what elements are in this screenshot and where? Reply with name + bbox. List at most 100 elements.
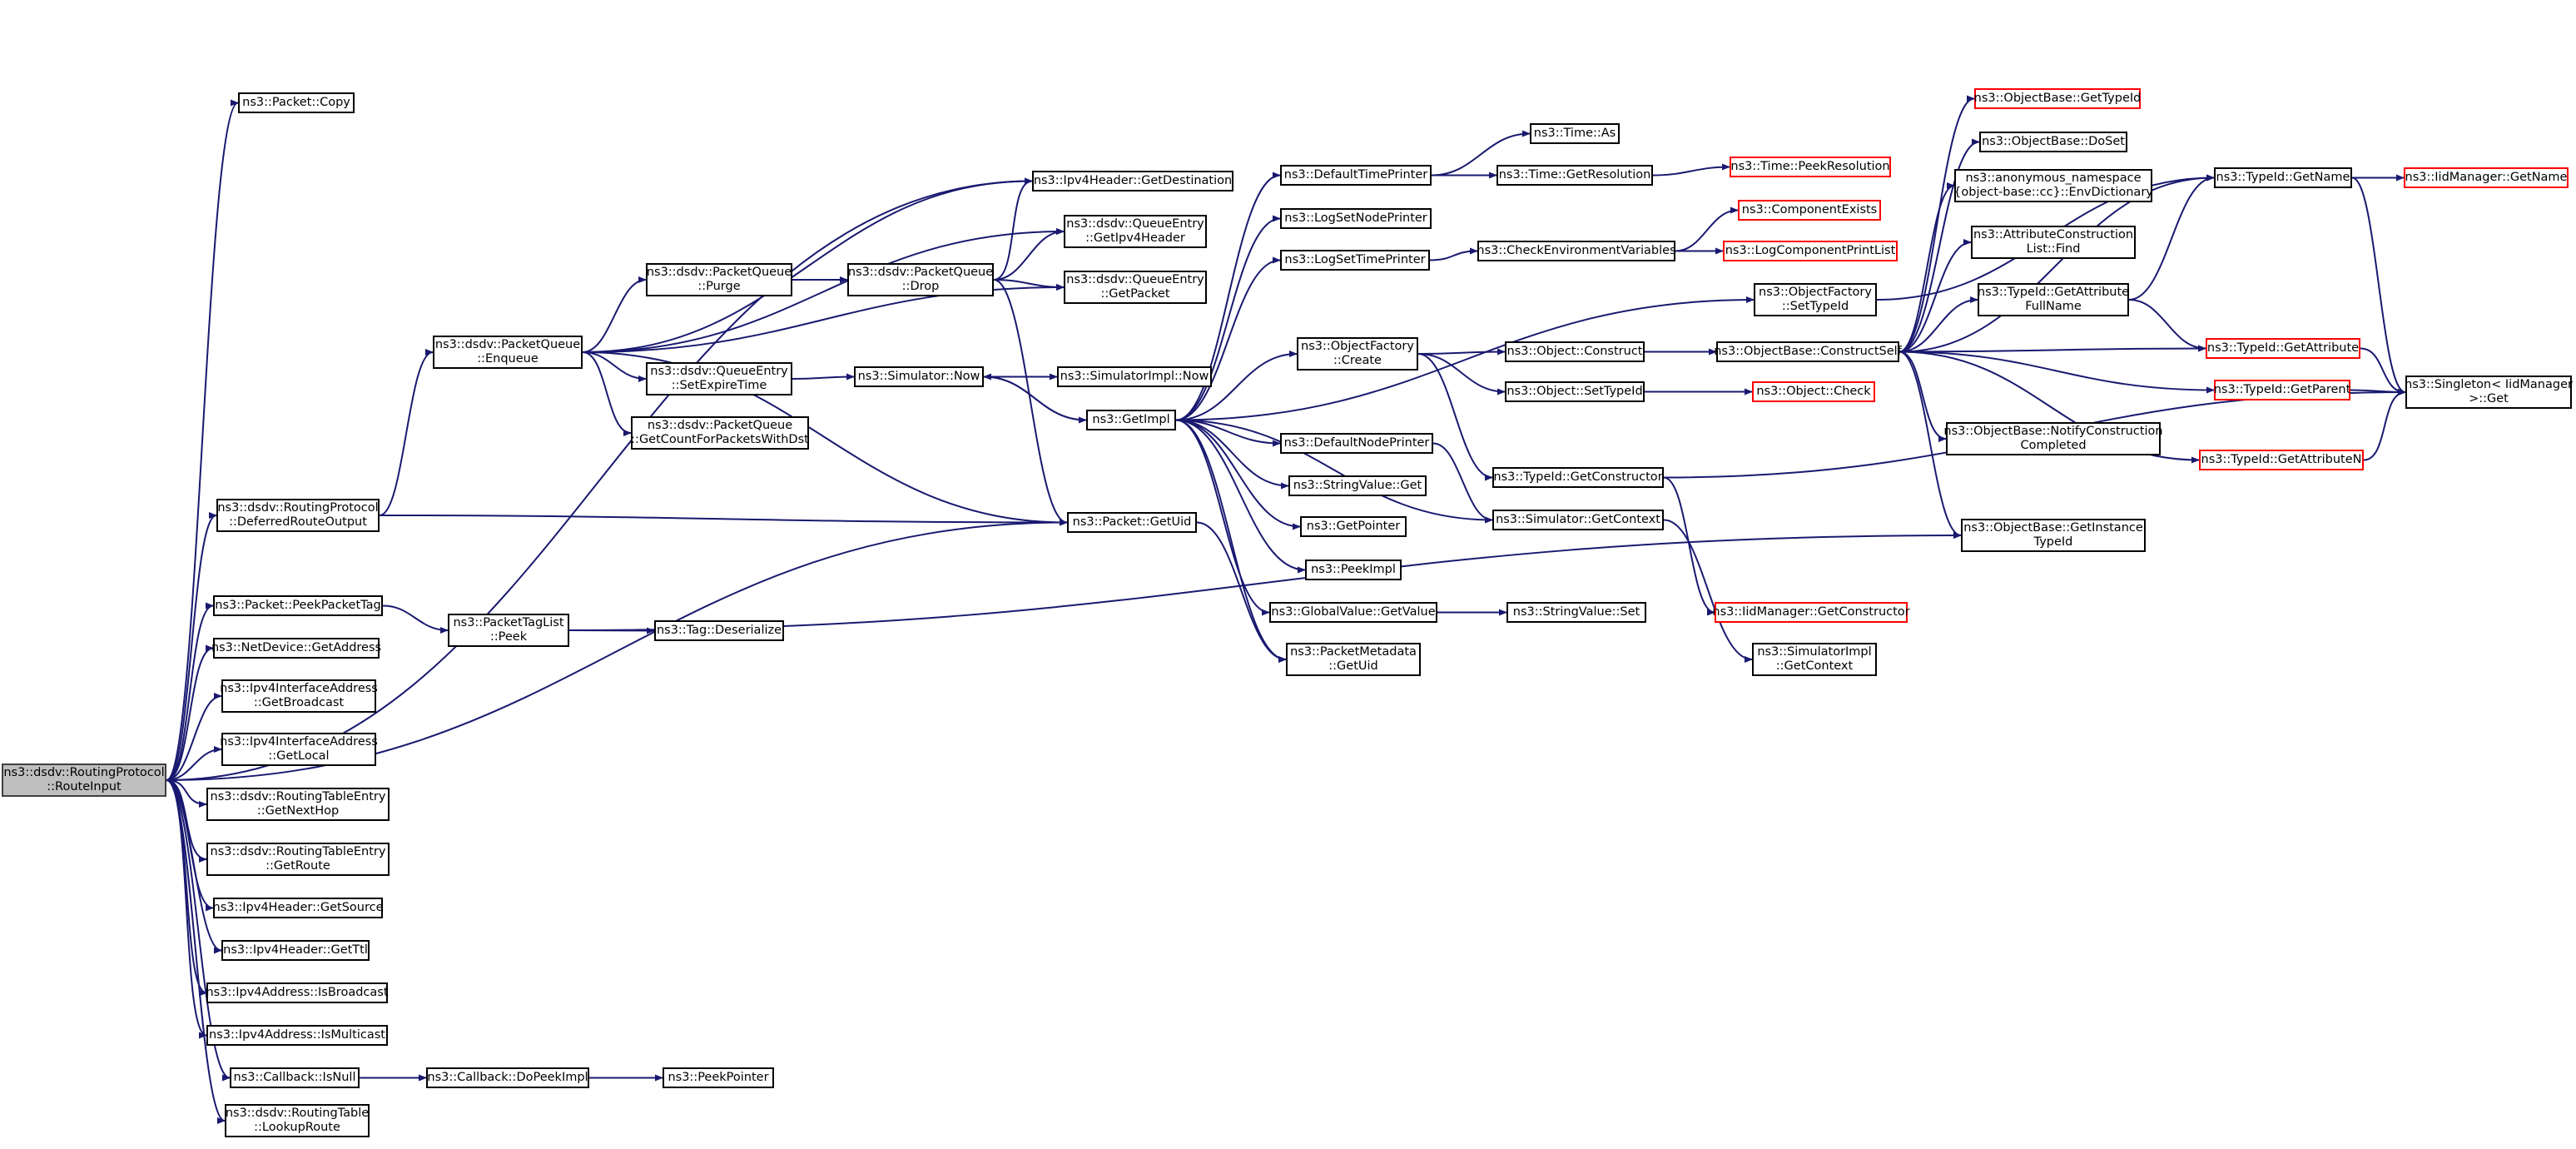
node-peekpointer[interactable]: ns3::PeekPointer: [663, 1067, 774, 1088]
node-objfactorycreate[interactable]: ns3::ObjectFactory::Create: [1297, 337, 1418, 371]
node-lookuproute[interactable]: ns3::dsdv::RoutingTable::LookupRoute: [225, 1104, 370, 1137]
node-dopeekimpl[interactable]: ns3::Callback::DoPeekImpl: [426, 1067, 589, 1088]
node-logsetnodeprinter[interactable]: ns3::LogSetNodePrinter: [1280, 208, 1432, 229]
node-iidgetname[interactable]: ns3::IidManager::GetName: [2404, 167, 2569, 188]
node-componentexists[interactable]: ns3::ComponentExists: [1738, 200, 1881, 221]
edge-drop-to-getdestination: [993, 177, 1033, 281]
edge-enqueue-to-getdestination: [582, 177, 1033, 353]
edge-getimpl-to-objfactorycreate: [1175, 351, 1298, 421]
node-label: ns3::TypeId::GetAttribute: [2206, 341, 2360, 355]
node-label: ns3::Time::As: [1533, 127, 1616, 140]
node-getttl[interactable]: ns3::Ipv4Header::GetTtl: [221, 940, 370, 961]
node-logsettimeprinter[interactable]: ns3::LogSetTimePrinter: [1280, 250, 1430, 271]
node-label: ns3::StringValue::Get: [1293, 479, 1422, 492]
edge-enqueue-to-getipv4header: [582, 228, 1065, 353]
node-getnexthop[interactable]: ns3::dsdv::RoutingTableEntry::GetNextHop: [206, 788, 390, 821]
node-getroute[interactable]: ns3::dsdv::RoutingTableEntry::GetRoute: [206, 843, 390, 876]
node-label: ns3::dsdv::PacketQueue: [847, 266, 994, 279]
node-isbroadcast[interactable]: ns3::Ipv4Address::IsBroadcast: [206, 982, 389, 1003]
node-globalvaluegetvalue[interactable]: ns3::GlobalValue::GetValue: [1269, 602, 1437, 623]
node-packettaglistpeek[interactable]: ns3::PacketTagList::Peek: [448, 614, 569, 647]
node-stringvalueset[interactable]: ns3::StringValue::Set: [1506, 602, 1646, 623]
node-simimplnow[interactable]: ns3::SimulatorImpl::Now: [1057, 366, 1212, 387]
node-getpacket[interactable]: ns3::dsdv::QueueEntry::GetPacket: [1064, 271, 1207, 304]
node-packetcopy[interactable]: ns3::Packet::Copy: [238, 92, 355, 113]
node-objectsettypeid[interactable]: ns3::Object::SetTypeId: [1505, 381, 1645, 402]
node-drop[interactable]: ns3::dsdv::PacketQueue::Drop: [847, 263, 994, 296]
node-simnow[interactable]: ns3::Simulator::Now: [854, 366, 984, 387]
node-callbackisnull[interactable]: ns3::Callback::IsNull: [230, 1067, 360, 1088]
node-getipv4header[interactable]: ns3::dsdv::QueueEntry::GetIpv4Header: [1064, 215, 1207, 248]
edge-constructself-to-envdictionary: [1898, 182, 1955, 353]
node-label: ns3::Ipv4Address::IsMulticast: [209, 1028, 385, 1042]
node-ifacegetbroadcast[interactable]: ns3::Ipv4InterfaceAddress::GetBroadcast: [220, 679, 378, 713]
node-ifacegetlocal[interactable]: ns3::Ipv4InterfaceAddress::GetLocal: [220, 733, 378, 766]
node-objectconstruct[interactable]: ns3::Object::Construct: [1505, 341, 1645, 362]
edge-getimpl-to-getpointer: [1175, 419, 1301, 530]
node-peekresolution[interactable]: ns3::Time::PeekResolution: [1730, 157, 1891, 177]
node-label: ns3::Object::Check: [1756, 385, 1871, 398]
node-getuid[interactable]: ns3::Packet::GetUid: [1067, 512, 1197, 533]
node-defaulttimeprinter[interactable]: ns3::DefaultTimePrinter: [1280, 165, 1432, 186]
edge-peekpackettag-to-packettaglistpeek: [382, 604, 449, 634]
node-peekpackettag[interactable]: ns3::Packet::PeekPacketTag: [213, 595, 383, 616]
node-enqueue[interactable]: ns3::dsdv::PacketQueue::Enqueue: [433, 336, 583, 369]
node-label: ns3::Ipv4Header::GetTtl: [223, 943, 368, 957]
node-typeidgetname[interactable]: ns3::TypeId::GetName: [2214, 167, 2352, 188]
edge-typeidgetname-to-singletonget: [2351, 177, 2406, 395]
node-label: ns3::dsdv::RoutingTableEntry: [210, 845, 386, 858]
edge-typeidgetconstructor-to-iidgetconstructor: [1663, 476, 1715, 616]
node-getpointer[interactable]: ns3::GetPointer: [1300, 516, 1407, 537]
node-label: ns3::Tag::Deserialize: [656, 624, 782, 637]
node-simgetcontext[interactable]: ns3::Simulator::GetContext: [1492, 510, 1664, 530]
node-typeidgetparent[interactable]: ns3::TypeId::GetParent: [2214, 380, 2350, 400]
node-setexpiretime[interactable]: ns3::dsdv::QueueEntry::SetExpireTime: [646, 362, 792, 395]
node-iidgetconstructor[interactable]: ns3::IidManager::GetConstructor: [1712, 602, 1910, 623]
edge-getimpl-to-objfactorysettypeid: [1175, 296, 1755, 421]
node-netdevicegetaddress[interactable]: ns3::NetDevice::GetAddress: [211, 638, 381, 659]
node-getcountforpackets[interactable]: ns3::dsdv::PacketQueue::GetCountForPacke…: [631, 416, 809, 450]
node-packetmetadatagetuid[interactable]: ns3::PacketMetadata::GetUid: [1286, 643, 1421, 676]
node-peekimpl[interactable]: ns3::PeekImpl: [1305, 560, 1402, 580]
edge-objfactorycreate-to-objectsettypeid: [1417, 353, 1506, 395]
node-objbasedoset[interactable]: ns3::ObjectBase::DoSet: [1979, 132, 2127, 152]
node-getimpl[interactable]: ns3::GetImpl: [1086, 410, 1176, 430]
node-checkenvvars[interactable]: ns3::CheckEnvironmentVariables: [1477, 241, 1676, 261]
edge-getimpl-to-simgetcontext: [1175, 419, 1493, 524]
node-getsource[interactable]: ns3::Ipv4Header::GetSource: [213, 898, 384, 918]
node-label: ns3::dsdv::QueueEntry: [650, 365, 788, 378]
node-deferredrouteoutput[interactable]: ns3::dsdv::RoutingProtocol::DeferredRout…: [216, 499, 380, 532]
node-typeidgetattribute[interactable]: ns3::TypeId::GetAttribute: [2206, 338, 2360, 359]
edge-routeinput-to-getnexthop: [166, 779, 207, 808]
node-timeas[interactable]: ns3::Time::As: [1530, 123, 1620, 144]
node-getdestination[interactable]: ns3::Ipv4Header::GetDestination: [1032, 171, 1233, 192]
node-envdictionary[interactable]: ns3::anonymous_namespace{object-base::cc…: [1953, 169, 2153, 202]
node-purge[interactable]: ns3::dsdv::PacketQueue::Purge: [646, 263, 792, 296]
node-label: ns3::Simulator::Now: [857, 370, 980, 383]
node-tagdeserialize[interactable]: ns3::Tag::Deserialize: [654, 620, 784, 641]
node-ismulticast[interactable]: ns3::Ipv4Address::IsMulticast: [206, 1025, 388, 1046]
node-objectcheck[interactable]: ns3::Object::Check: [1752, 381, 1875, 402]
edge-objfactorycreate-to-objectconstruct: [1417, 348, 1506, 356]
node-label: ns3::TypeId::GetName: [2216, 171, 2350, 184]
node-logcomponentprintlist[interactable]: ns3::LogComponentPrintList: [1723, 241, 1898, 261]
node-label: ns3::DefaultTimePrinter: [1283, 168, 1428, 182]
node-typeidgetconstructor[interactable]: ns3::TypeId::GetConstructor: [1492, 467, 1664, 488]
node-singletonget[interactable]: ns3::Singleton< IidManager>::Get: [2405, 376, 2573, 409]
node-simimplgetcontext[interactable]: ns3::SimulatorImpl::GetContext: [1752, 643, 1877, 676]
edge-timegetresolution-to-peekresolution: [1652, 163, 1730, 177]
node-typeidgetattributen[interactable]: ns3::TypeId::GetAttributeN: [2199, 450, 2364, 470]
node-timegetresolution[interactable]: ns3::Time::GetResolution: [1496, 165, 1653, 186]
node-objbasegettypeid[interactable]: ns3::ObjectBase::GetTypeId: [1974, 88, 2141, 109]
node-label: ns3::Object::Construct: [1506, 345, 1643, 358]
node-stringvalueget[interactable]: ns3::StringValue::Get: [1288, 475, 1427, 496]
node-constructself[interactable]: ns3::ObjectBase::ConstructSelf: [1714, 341, 1902, 362]
node-defaultnodeprinter[interactable]: ns3::DefaultNodePrinter: [1280, 433, 1433, 454]
node-objfactorysettypeid[interactable]: ns3::ObjectFactory::SetTypeId: [1754, 283, 1877, 316]
edge-constructself-to-attrconstructionlistfind: [1898, 239, 1972, 353]
